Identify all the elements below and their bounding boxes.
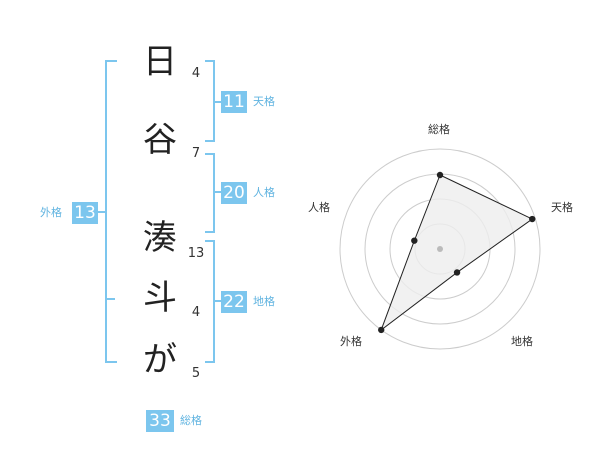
name-char-5: が [143, 340, 177, 380]
chikaku-value-badge: 22 [221, 291, 247, 313]
gaikaku-label: 外格 [40, 206, 62, 219]
jinkaku-connector [213, 191, 221, 193]
name-char-2: 谷 [143, 120, 177, 160]
radar-label-jinkaku: 人格 [308, 201, 330, 214]
stroke-count-4: 4 [191, 305, 201, 320]
gaikaku-bracket [105, 60, 117, 363]
gaikaku-connector [91, 211, 106, 213]
stroke-count-3: 13 [187, 246, 205, 261]
radar-label-soukaku: 総格 [428, 123, 450, 136]
radar-point [436, 171, 444, 179]
gaikaku-value-badge: 13 [72, 202, 98, 224]
tenkaku-connector [213, 101, 221, 103]
jinkaku-value-badge: 20 [221, 182, 247, 204]
stroke-count-1: 4 [191, 66, 201, 81]
tenkaku-label: 天格 [253, 95, 275, 108]
radar-polygon [380, 174, 534, 332]
chikaku-connector [213, 300, 221, 302]
name-char-4: 斗 [143, 278, 177, 318]
radar-label-gaikaku: 外格 [340, 335, 362, 348]
radar-center-dot [437, 246, 443, 252]
radar-label-chikaku: 地格 [511, 335, 533, 348]
radar-point [529, 215, 536, 223]
radar-point [378, 326, 385, 334]
chikaku-label: 地格 [253, 295, 275, 308]
tenkaku-value-badge: 11 [221, 91, 247, 113]
gaikaku-bracket-mid-tick [105, 298, 115, 300]
name-char-3: 湊 [143, 218, 177, 258]
radar-point [453, 269, 461, 276]
name-char-1: 日 [143, 42, 177, 82]
jinkaku-label: 人格 [253, 186, 275, 199]
stroke-count-5: 5 [191, 366, 201, 381]
radar-points [378, 171, 536, 334]
soukaku-label: 総格 [180, 414, 202, 427]
radar-label-tenkaku: 天格 [551, 201, 573, 214]
radar-point [411, 237, 418, 244]
radar-grid-ring [339, 148, 541, 350]
stroke-count-2: 7 [191, 146, 201, 161]
soukaku-value-badge: 33 [146, 410, 174, 432]
jinkaku-bracket [205, 153, 215, 233]
